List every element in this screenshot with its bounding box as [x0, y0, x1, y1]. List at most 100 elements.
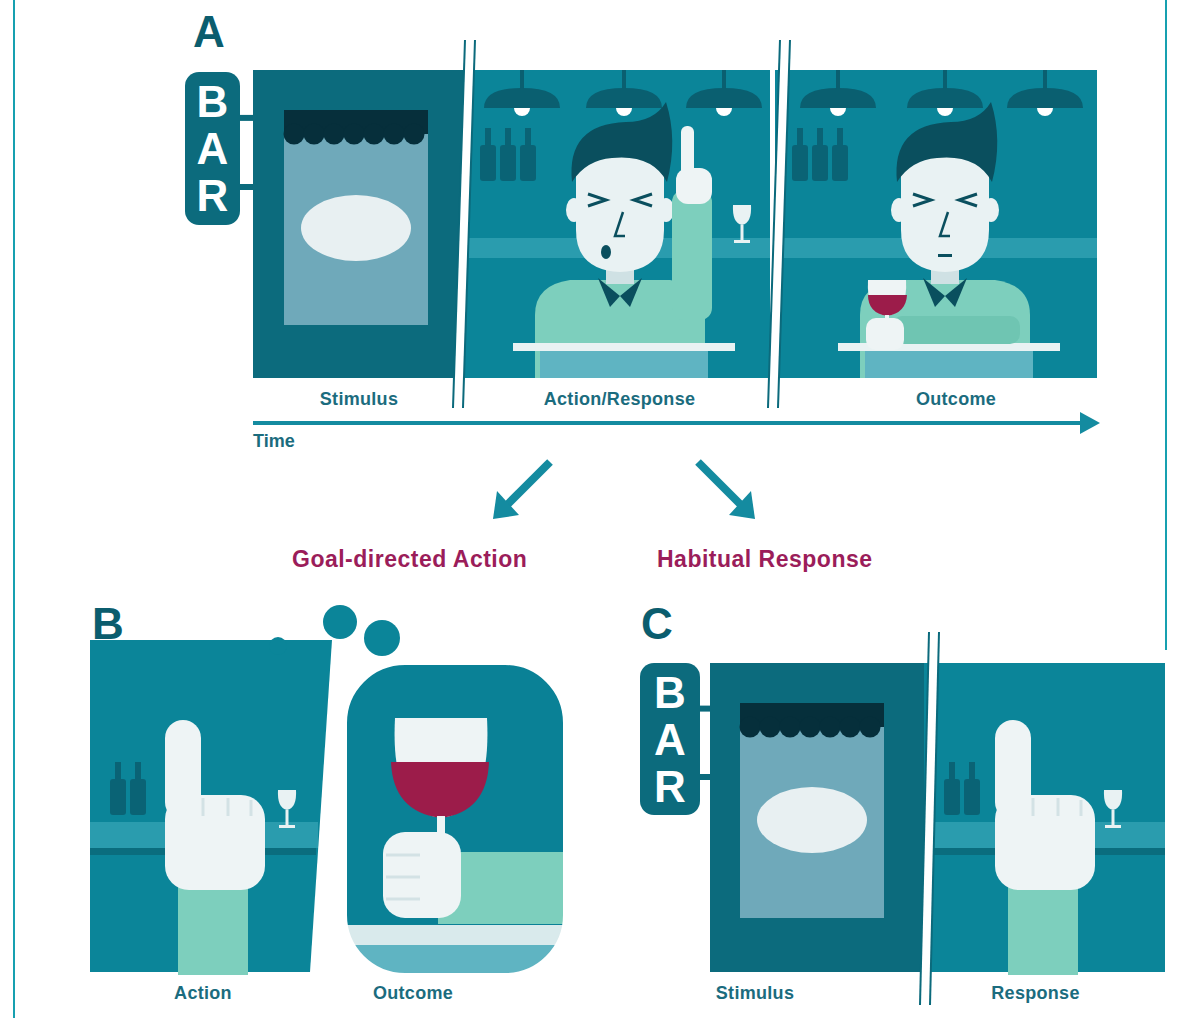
bar-scene-action	[601, 245, 611, 259]
time-divider	[768, 40, 780, 408]
bar-entrance	[740, 717, 761, 738]
bar-entrance	[384, 124, 405, 145]
time-divider	[778, 40, 790, 408]
time-arrow	[1080, 412, 1100, 434]
time-divider	[920, 632, 939, 1005]
bar-scene-action	[465, 70, 770, 378]
scene-panel: Action	[90, 640, 330, 972]
time-divider	[930, 632, 939, 1005]
bar-entrance	[301, 195, 411, 261]
time-divider	[920, 632, 929, 1005]
outcome-bubble	[386, 855, 420, 899]
bar-entrance	[324, 124, 345, 145]
bar-scene-outcome	[865, 351, 1033, 378]
bar-scene-action	[513, 343, 735, 351]
panel-caption: Action	[174, 983, 232, 1003]
bar-entrance	[860, 717, 881, 738]
response-panel	[944, 762, 960, 815]
bar-scene-action	[672, 190, 712, 320]
bar-entrance	[700, 663, 924, 972]
action-panel	[278, 790, 296, 828]
bar-scene-action	[484, 70, 560, 116]
thought-bubble	[269, 637, 287, 655]
branch-heading: Goal-directed Action	[292, 546, 527, 572]
thought-bubble	[269, 605, 400, 656]
branch-arrow	[493, 491, 519, 519]
bar-entrance	[364, 124, 385, 145]
panel-caption: Action/Response	[544, 389, 696, 409]
panel-caption: Stimulus	[716, 983, 794, 1003]
bar-scene-outcome	[832, 128, 848, 181]
bar-scene-outcome	[868, 295, 907, 316]
panel-caption: Outcome	[916, 389, 996, 409]
action-panel	[165, 720, 265, 975]
sign-lettering: BAR	[195, 78, 231, 219]
bar-scene-outcome	[792, 128, 808, 181]
outcome-bubble	[345, 925, 565, 945]
branch-heading: Habitual Response	[657, 546, 873, 572]
frame-line	[14, 0, 1166, 1018]
bar-entrance	[800, 717, 821, 738]
branch-arrow	[729, 491, 755, 519]
bar-scene-outcome	[892, 316, 1020, 344]
sign-bracket	[240, 115, 253, 121]
bar-scene-action	[733, 205, 751, 243]
bar-scene-outcome	[800, 70, 876, 116]
bar-entrance	[404, 124, 425, 145]
bar-entrance	[740, 703, 884, 918]
bar-scene-outcome	[812, 128, 828, 181]
time-divider	[925, 632, 934, 1005]
branch-arrow	[698, 462, 741, 505]
bar-entrance	[284, 124, 305, 145]
frame-line	[1165, 0, 1167, 650]
panel-letter: A	[193, 6, 225, 57]
time-divider	[463, 40, 475, 408]
thought-bubble	[364, 620, 400, 656]
bar-entrance	[780, 717, 801, 738]
bar-entrance	[820, 717, 841, 738]
bar-entrance	[344, 124, 365, 145]
action-panel	[90, 640, 332, 975]
bar-entrance	[760, 717, 781, 738]
bar-scene-outcome	[860, 102, 1030, 378]
bar-sign: BAR	[185, 72, 240, 225]
panel-caption: Outcome	[373, 983, 453, 1003]
bar-scene-action	[465, 70, 770, 378]
panel-letter: B	[92, 598, 124, 649]
action-panel	[110, 762, 126, 815]
panel-caption: Response	[991, 983, 1079, 1003]
bar-entrance	[284, 110, 428, 325]
bar-scene-action	[520, 128, 536, 181]
frame-line	[13, 0, 15, 1018]
axis-label: Time	[253, 431, 295, 452]
outcome-bubble	[391, 762, 489, 818]
branch-arrow	[507, 462, 550, 505]
response-panel	[995, 720, 1095, 975]
bar-entrance	[253, 70, 465, 378]
bar-sign: BAR	[640, 663, 700, 815]
response-panel	[964, 762, 980, 815]
outcome-bubble	[383, 832, 461, 918]
outcome-bubble	[345, 663, 565, 975]
bar-scene-outcome	[775, 70, 1097, 378]
branch-arrow	[493, 462, 755, 519]
scene-panel: Outcome	[775, 70, 1097, 378]
bar-scene-action	[480, 128, 496, 181]
bar-entrance	[304, 124, 325, 145]
time-divider	[453, 40, 465, 408]
time-divider	[453, 40, 790, 408]
bar-entrance	[700, 774, 710, 780]
action-panel	[130, 762, 146, 815]
bar-entrance	[240, 70, 465, 378]
scene-panel: Action/Response	[465, 70, 770, 378]
bar-scene-action	[686, 70, 762, 116]
outcome-bubble	[345, 663, 568, 975]
scene-panel: Outcome	[345, 663, 565, 975]
bar-entrance	[240, 184, 253, 190]
bar-scene-outcome	[868, 280, 906, 316]
thought-bubble	[323, 605, 357, 639]
